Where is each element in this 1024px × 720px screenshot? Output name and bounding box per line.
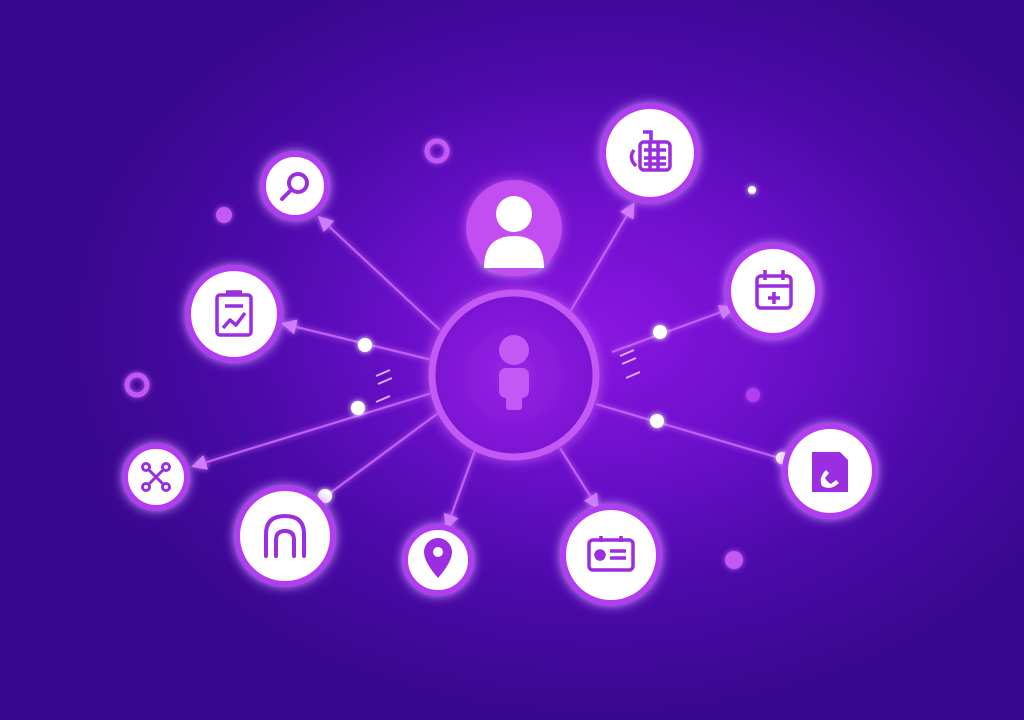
connector-id-card [559,447,599,510]
connector-arch [317,407,446,503]
person-icon [499,335,529,410]
dot-white-1 [748,186,756,194]
hub-node [428,289,600,461]
node-calendar-grid [600,103,700,203]
junction-dot [650,414,664,428]
node-phone-doc [782,423,878,519]
calendar-grid-icon [629,130,672,172]
node-search [260,151,330,221]
medical-calendar-icon [755,270,793,310]
chevron-marks [375,349,641,403]
chevron-icon [375,395,391,403]
chevron-icon [375,369,393,385]
node-clipboard-chart [185,265,283,363]
connectors [191,202,787,530]
node-id-card [560,504,662,606]
id-card-icon [587,536,635,572]
network-nodes-icon [141,462,171,492]
dot-solid-1 [216,207,232,223]
node-network [122,443,190,511]
search-icon [280,172,309,201]
connector-medical-calendar [611,305,735,354]
phone-document-icon [812,452,848,492]
dot-solid-3 [725,551,743,569]
junction-dot [351,401,365,415]
floating-dots [124,138,760,569]
user-avatar-icon [484,196,544,268]
connector-calendar-grid [569,202,635,313]
junction-dot [358,338,372,352]
node-location [402,524,474,596]
connector-network [191,390,436,470]
node-arch [234,485,336,587]
dot-ring-1 [424,138,450,164]
arch-icon [264,513,306,558]
peripheral-nodes [122,103,878,606]
connector-location [443,449,477,530]
chevron-icon [625,371,641,379]
junction-dot [653,325,667,339]
junction-dot [318,489,332,503]
location-pin-icon [424,538,452,578]
profile-node [466,180,562,276]
chevron-icon [619,349,637,365]
dot-ring-2 [124,372,150,398]
connector-search [317,215,441,331]
connector-phone-doc [595,402,787,462]
node-medical-calendar [725,243,821,339]
dot-solid-2 [746,388,760,402]
clipboard-chart-icon [215,290,253,337]
connector-clipboard [281,319,433,362]
